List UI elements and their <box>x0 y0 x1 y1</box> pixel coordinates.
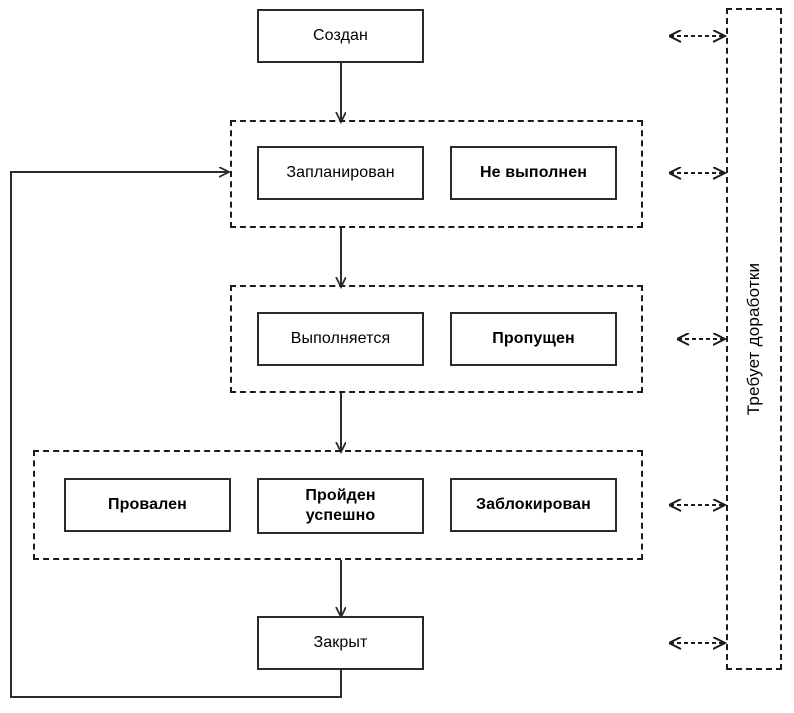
state-node-closed[interactable]: Закрыт <box>257 616 424 670</box>
state-label-blocked: Заблокирован <box>476 495 591 513</box>
state-label-closed: Закрыт <box>313 633 368 651</box>
state-label-failed: Провален <box>108 495 187 513</box>
state-node-planned[interactable]: Запланирован <box>257 146 424 200</box>
state-label-not-done: Не выполнен <box>480 163 587 181</box>
group-planned-states <box>230 120 643 228</box>
state-label-passed: Пройден успешно <box>305 486 376 524</box>
state-node-passed[interactable]: Пройден успешно <box>257 478 424 534</box>
state-node-not-done[interactable]: Не выполнен <box>450 146 617 200</box>
state-label-planned: Запланирован <box>286 163 395 181</box>
state-node-failed[interactable]: Провален <box>64 478 231 532</box>
state-label-skipped: Пропущен <box>492 329 575 347</box>
state-label-running: Выполняется <box>290 329 391 347</box>
group-result-states <box>33 450 643 560</box>
state-node-blocked[interactable]: Заблокирован <box>450 478 617 532</box>
state-node-skipped[interactable]: Пропущен <box>450 312 617 366</box>
state-node-created[interactable]: Создан <box>257 9 424 63</box>
loop-closed-to-planned <box>10 172 342 698</box>
rework-panel[interactable]: Требует доработки <box>726 8 782 670</box>
group-running-states <box>230 285 643 393</box>
state-label-created: Создан <box>313 26 368 44</box>
rework-panel-label: Требует доработки <box>744 262 764 416</box>
state-node-running[interactable]: Выполняется <box>257 312 424 366</box>
